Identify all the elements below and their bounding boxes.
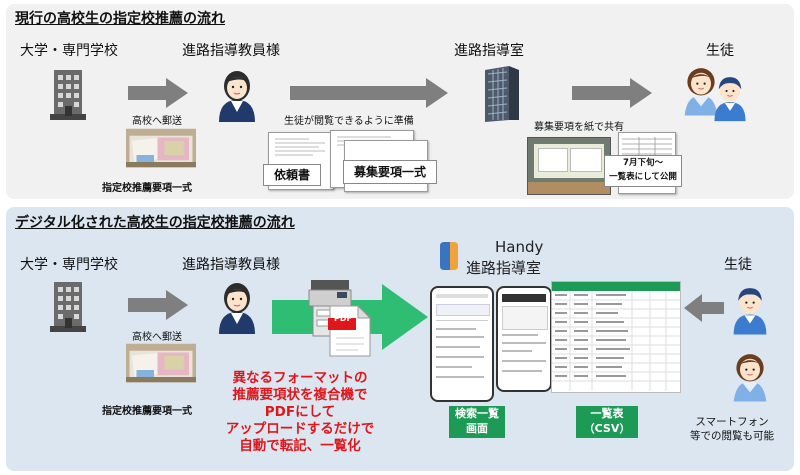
publish-note-line2: 一覧表にして公開 (609, 172, 677, 182)
csv-table-label: 一覧表 （CSV） (576, 406, 638, 438)
digital-mail-label: 高校へ郵送 (132, 332, 182, 343)
phone-screen-search (430, 286, 494, 402)
prepare-label: 生徒が閲覧できるように準備 (284, 116, 414, 127)
digital-description: 異なるフォーマットの 推薦要項状を複合機で PDFにして アップロードするだけで… (200, 370, 400, 455)
arrow-office-to-student (572, 78, 652, 108)
phone-screen-detail (496, 286, 552, 392)
search-label-line1: 検索一覧 (455, 407, 499, 420)
pdf-overlay-label: PDF (334, 314, 352, 323)
arrow-university-to-teacher (128, 78, 188, 108)
description-line-2: 推薦要項状を複合機で (232, 387, 368, 403)
request-doc-label: 依頼書 (263, 164, 321, 186)
digital-arrow-university-to-teacher (128, 290, 188, 320)
arrow-student-to-table (684, 294, 724, 322)
application-doc-label: 募集要項一式 (343, 160, 437, 184)
description-line-5: 自動で転記、一覧化 (239, 438, 361, 454)
packet-photo (126, 128, 196, 168)
student-label: 生徒 (706, 43, 734, 59)
search-label-line2: 画面 (466, 422, 488, 435)
handy-logo-icon (440, 242, 458, 270)
digital-packet-caption: 指定校推薦要項一式 (102, 406, 192, 417)
table-label-line1: 一覧表 (590, 407, 624, 420)
app-name-line2: 進路指導室 (466, 259, 542, 277)
share-label: 募集要項を紙で共有 (534, 122, 624, 133)
digital-university-building-icon (48, 278, 88, 334)
packet-caption: 指定校推薦要項一式 (102, 183, 192, 194)
current-flow-title: 現行の高校生の指定校推薦の流れ (15, 11, 225, 27)
digital-student-male-icon (730, 283, 770, 335)
university-label: 大学・専門学校 (20, 43, 118, 59)
student-male-icon (711, 72, 749, 122)
bulletin-board-photo (527, 137, 611, 195)
digital-teacher-icon (215, 278, 259, 334)
arrow-teacher-to-office (290, 78, 448, 108)
description-line-3: PDFにして (264, 404, 336, 420)
digital-packet-photo (126, 343, 196, 383)
student-note-line1: スマートフォン (695, 416, 769, 428)
digital-student-label: 生徒 (724, 257, 752, 273)
teacher-icon (215, 66, 259, 122)
student-note-line2: 等での閲覧も可能 (690, 430, 774, 442)
office-shelf-icon (485, 66, 519, 122)
publish-note-line1: 7月下旬～ (623, 158, 663, 168)
digital-flow-title: デジタル化された高校生の指定校推薦の流れ (15, 215, 295, 231)
teacher-label: 進路指導教員様 (182, 43, 280, 59)
pdf-overlay-icon (328, 304, 372, 357)
csv-table-preview (551, 281, 681, 393)
digital-university-label: 大学・専門学校 (20, 257, 118, 273)
search-screen-label: 検索一覧 画面 (449, 406, 505, 438)
publish-note: 7月下旬～ 一覧表にして公開 (604, 155, 682, 187)
office-label: 進路指導室 (454, 43, 524, 59)
mail-label: 高校へ郵送 (132, 116, 182, 127)
digital-student-female-icon (730, 350, 770, 402)
table-label-line2: （CSV） (583, 422, 631, 435)
description-line-1: 異なるフォーマットの (232, 370, 368, 386)
app-name-line1: Handy (495, 238, 544, 256)
university-building-icon (48, 66, 88, 122)
student-note: スマートフォン 等での閲覧も可能 (690, 415, 774, 443)
digital-teacher-label: 進路指導教員様 (182, 257, 280, 273)
description-line-4: アップロードするだけで (225, 421, 375, 437)
